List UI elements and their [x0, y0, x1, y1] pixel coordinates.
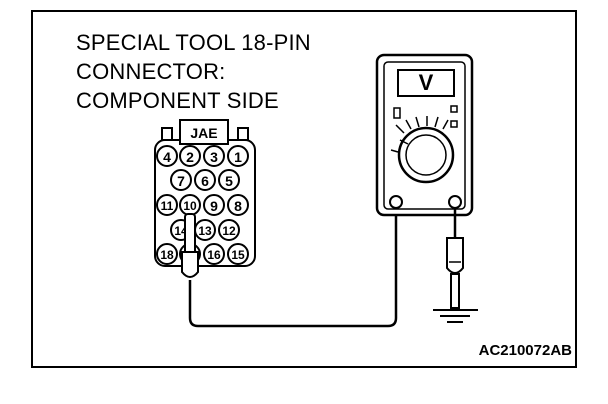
ground-probe-tip: [450, 273, 460, 309]
pin-16: [203, 243, 225, 265]
pin-label-16: 16: [207, 248, 221, 262]
pin-label-2: 2: [186, 149, 194, 165]
pin-label-13: 13: [198, 224, 212, 238]
pin-label-3: 3: [210, 149, 218, 165]
probe-pin: [181, 213, 199, 278]
meter-jack-negative: [448, 195, 462, 209]
pin-label-9: 9: [210, 198, 218, 214]
pin-18: [156, 243, 178, 265]
pin-label-10: 10: [183, 199, 197, 213]
pin-15: [227, 243, 249, 265]
connector-brand-label: JAE: [190, 125, 217, 141]
pin-label-12: 12: [222, 224, 236, 238]
diagram-frame: [31, 10, 577, 368]
pin-label-1: 1: [234, 149, 242, 165]
ground-probe-body: [446, 237, 464, 274]
test-lead-wire: [188, 204, 398, 328]
caption-line-3: COMPONENT SIDE: [76, 88, 279, 113]
pin-2: [179, 145, 201, 167]
pin-9: [203, 194, 225, 216]
pin-1: [227, 145, 249, 167]
voltmeter: [375, 53, 474, 217]
caption-line-1: SPECIAL TOOL 18-PIN: [76, 30, 311, 55]
pin-8: [227, 194, 249, 216]
probe-tip-body: [181, 251, 199, 278]
pin-label-7: 7: [177, 173, 185, 189]
pin-label-18: 18: [160, 248, 174, 262]
pin-label-5: 5: [225, 173, 233, 189]
pin-label-11: 11: [161, 199, 174, 213]
range-selector-knob: [405, 134, 447, 176]
ground-probe: [446, 208, 464, 309]
pin-label-8: 8: [234, 198, 242, 214]
pin-label-6: 6: [201, 173, 209, 189]
connector-brand-tab: [179, 119, 229, 145]
voltmeter-display-symbol: V: [419, 70, 434, 95]
pin-4: [156, 145, 178, 167]
meter-switch-left: [393, 107, 401, 119]
meter-jack-positive: [389, 195, 403, 209]
pin-label-15: 15: [231, 248, 245, 262]
voltmeter-display: [397, 69, 455, 97]
connector-latch-left: [161, 127, 173, 141]
pin-12: [218, 219, 240, 241]
ground-symbol-icon: [433, 309, 478, 323]
figure-id: AC210072AB: [478, 342, 572, 359]
diagram-caption: SPECIAL TOOL 18-PIN CONNECTOR: COMPONENT…: [76, 28, 311, 115]
pin-3: [203, 145, 225, 167]
pin-7: [170, 169, 192, 191]
pin-label-4: 4: [163, 149, 171, 165]
pin-6: [194, 169, 216, 191]
meter-switch-right-top: [450, 105, 458, 113]
caption-line-2: CONNECTOR:: [76, 59, 226, 84]
pin-11: [156, 194, 178, 216]
connector-latch-right: [237, 127, 249, 141]
meter-switch-right-bottom: [450, 120, 458, 128]
dial-scale-ticks: [390, 116, 449, 153]
pin-5: [218, 169, 240, 191]
